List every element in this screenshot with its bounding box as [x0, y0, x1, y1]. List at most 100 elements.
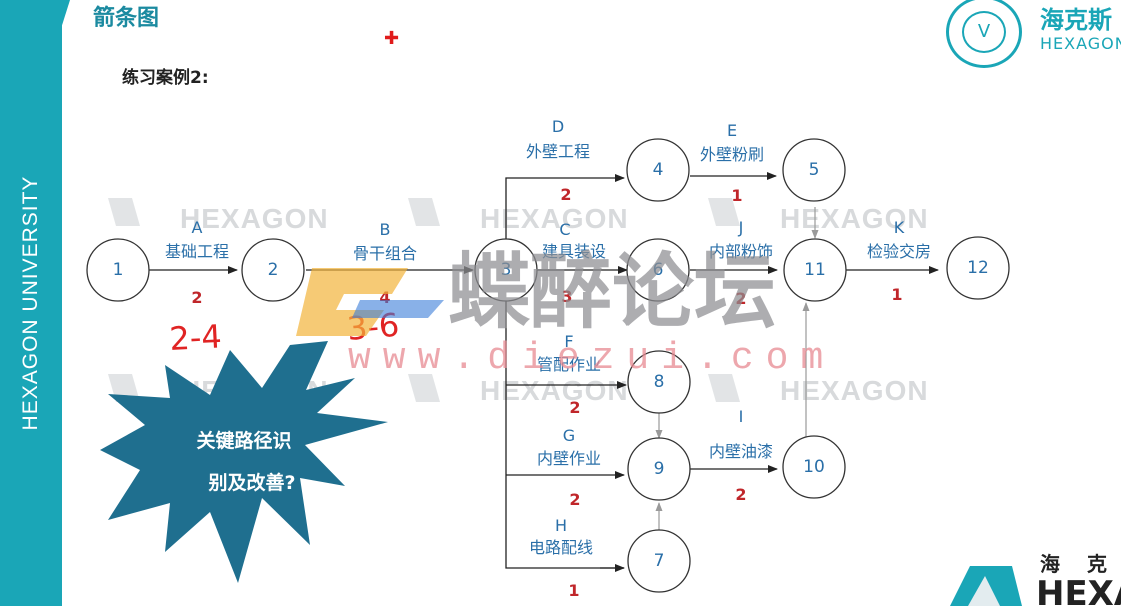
callout-line-2: 别及改善?: [207, 471, 295, 494]
activity-duration: 2: [735, 289, 746, 308]
node-label: 5: [809, 160, 820, 180]
nodes: 1 2 3 4 5 6 7 8 9 10 11 12: [86, 138, 1010, 593]
critical-path-callout: 关键路径识 别及改善?: [100, 341, 388, 583]
node-12: 12: [946, 236, 1010, 300]
starburst-shape: [100, 341, 388, 583]
university-seal-logo: V: [946, 0, 1022, 68]
bottom-logo-cn: 海 克: [1040, 552, 1117, 576]
node-label: 1: [113, 260, 124, 280]
logo-cn-text: 海克斯: [1040, 6, 1112, 34]
node-5: 5: [782, 138, 846, 202]
node-label: 9: [654, 459, 665, 479]
activity-D: D 外壁工程 2: [526, 117, 590, 204]
activity-labels: A 基础工程 2 B 骨干组合 4 C 建具装设 3 D 外壁工程 2 E 外壁…: [165, 117, 931, 600]
activity-name: 内壁油漆: [709, 442, 773, 461]
activity-letter: H: [555, 516, 567, 535]
site-logo-stripe: [352, 300, 444, 318]
activity-J: J 内部粉饰 2: [709, 218, 773, 308]
activity-B: B 骨干组合 4: [353, 220, 417, 307]
node-label: 10: [803, 457, 825, 477]
watermark-tile: HEXAGON: [708, 374, 929, 406]
watermark-text: HEXAGON: [480, 203, 629, 234]
bottom-logo-en: HEXA: [1036, 574, 1121, 614]
node-label: 11: [804, 260, 826, 280]
watermark-text: HEXAGON: [180, 203, 329, 234]
activity-letter: K: [894, 218, 905, 237]
watermark-text: HEXAGON: [780, 375, 929, 406]
activity-duration: 2: [569, 490, 580, 509]
activity-name: 骨干组合: [353, 244, 417, 263]
activity-duration: 1: [891, 285, 902, 304]
activity-letter: B: [380, 220, 391, 239]
activity-letter: E: [727, 121, 737, 140]
activity-name: 检验交房: [867, 242, 931, 261]
node-label: 6: [653, 260, 664, 280]
activity-duration: 1: [731, 186, 742, 205]
node-label: 12: [967, 258, 989, 278]
spine-down: [505, 298, 624, 569]
activity-letter: I: [739, 407, 744, 426]
hexagon-corner-logo: [950, 566, 1022, 606]
activity-K: K 检验交房 1: [867, 218, 931, 304]
activity-E: E 外壁粉刷 1: [700, 121, 764, 205]
node-label: 2: [268, 260, 279, 280]
watermark-url: www.diezui.com: [348, 337, 835, 380]
activity-duration: 1: [568, 581, 579, 600]
watermark-text: HEXAGON: [480, 375, 629, 406]
node-label: 8: [654, 372, 665, 392]
watermark-site-name: 蝶醉论坛: [448, 245, 776, 340]
activity-letter: C: [559, 220, 570, 239]
watermark-tile: HEXAGON: [108, 198, 329, 234]
node-4: 4: [626, 138, 690, 202]
activity-name: 内部粉饰: [709, 242, 773, 261]
activity-letter: A: [192, 218, 203, 237]
node-label: 7: [654, 551, 665, 571]
node-3: 3: [474, 238, 538, 302]
activity-duration: 3: [561, 287, 572, 306]
activity-name: 电路配线: [529, 538, 593, 557]
activity-A: A 基础工程 2: [165, 218, 229, 307]
activity-letter: J: [738, 218, 744, 237]
activity-duration: 2: [569, 398, 580, 417]
red-cross-icon: ✚: [384, 28, 400, 49]
page-title: 箭条图: [93, 6, 160, 31]
node-8: 8: [627, 350, 691, 414]
site-watermark: 蝶醉论坛 www.diezui.com: [296, 245, 835, 380]
watermark-tile: HEXAGON: [708, 198, 929, 234]
activity-H: H 电路配线 1: [529, 516, 593, 600]
watermark-tile: HEXAGON: [408, 198, 629, 234]
site-logo-mark: [296, 268, 408, 336]
logo-en-text: HEXAGON: [1040, 34, 1121, 53]
page-subtitle: 练习案例2:: [122, 68, 209, 88]
activity-letter: D: [552, 117, 564, 136]
seal-emblem-icon: V: [962, 11, 1006, 53]
sidebar-banner: HEXAGON UNIVERSITY: [0, 0, 62, 606]
callout-line-1: 关键路径识: [196, 429, 291, 452]
node-2: 2: [241, 238, 305, 302]
activity-duration: 2: [191, 288, 202, 307]
watermark-tile: HEXAGON: [408, 374, 629, 406]
activity-letter: G: [563, 426, 575, 445]
watermark-text: HEXAGON: [780, 203, 929, 234]
activity-duration: 2: [560, 185, 571, 204]
activity-duration: 2: [735, 485, 746, 504]
activity-name: 内壁作业: [537, 449, 601, 468]
node-11: 11: [783, 238, 847, 302]
node-label: 4: [653, 160, 664, 180]
activity-name: 建具装设: [542, 242, 606, 261]
hexagon-logo-facet: [968, 576, 1000, 606]
activity-F: F 管配作业 2: [537, 332, 601, 417]
activity-I: I 内壁油漆 2: [709, 407, 773, 504]
activity-letter: F: [564, 332, 573, 351]
node-1: 1: [86, 238, 150, 302]
activity-name: 管配作业: [537, 355, 601, 374]
handwritten-note-2-4: 2-4: [168, 317, 222, 358]
node-10: 10: [782, 435, 846, 499]
node-7: 7: [627, 529, 691, 593]
node-9: 9: [627, 437, 691, 501]
node-label: 3: [501, 260, 512, 280]
edge-D: [505, 174, 625, 242]
activity-name: 基础工程: [165, 242, 229, 261]
activity-duration: 4: [379, 288, 390, 307]
